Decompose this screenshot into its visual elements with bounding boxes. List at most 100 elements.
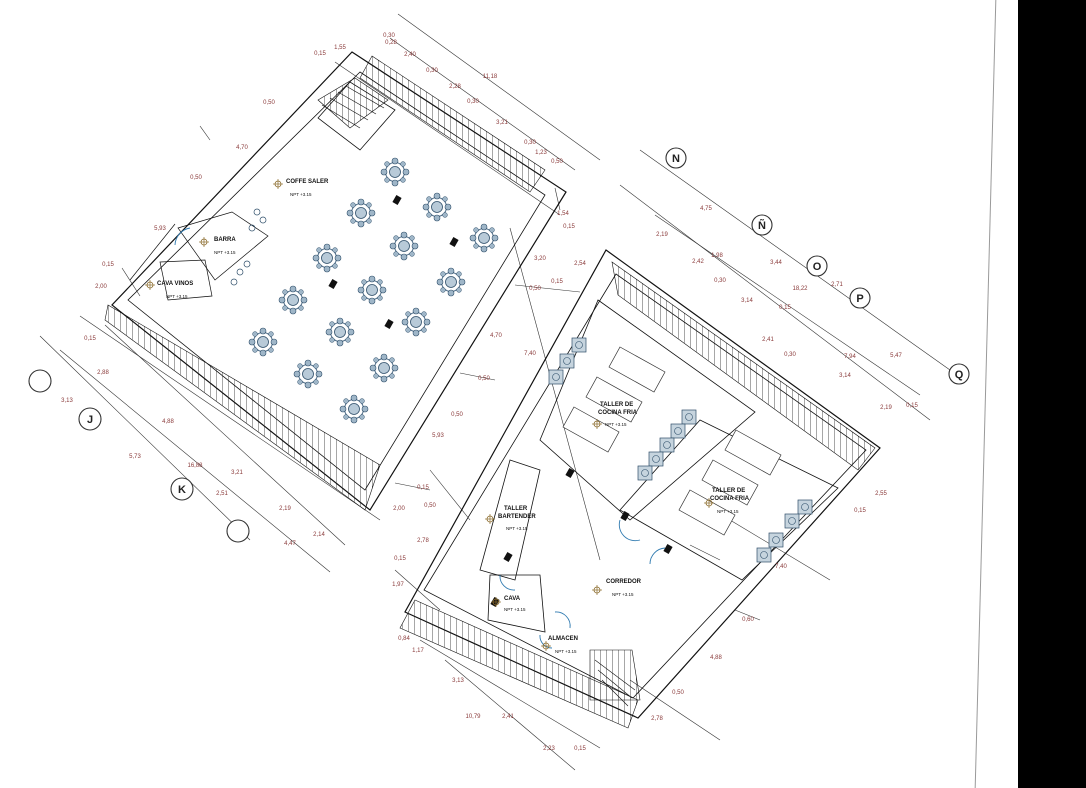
room-label-cava-vinos: CAVA VINOS	[157, 281, 193, 287]
dim: 2,19	[656, 232, 668, 238]
dim: 0,30	[426, 68, 438, 74]
dim: 0,50	[672, 690, 684, 696]
dim: 0,15	[574, 746, 586, 752]
dim: 7,40	[524, 351, 536, 357]
dim: 0,15	[779, 305, 791, 311]
axis-circle-n	[665, 147, 687, 169]
room-label-almacen: ALMACEN	[548, 636, 578, 642]
axis-circle-ñ	[751, 214, 773, 236]
dim: 2,19	[880, 405, 892, 411]
dim: 0,15	[417, 485, 429, 491]
dim: 0,50	[190, 175, 202, 181]
dim: 1,98	[711, 253, 723, 259]
dim: 0,84	[398, 636, 410, 642]
dim: 1,55	[334, 45, 346, 51]
axis-label-ñ: Ñ	[758, 219, 766, 232]
axis-label-j: J	[87, 414, 93, 426]
level-taller1: NPT +3.15	[605, 422, 627, 427]
dim: 18,22	[792, 286, 808, 292]
level-barra: NPT +3.15	[214, 250, 236, 255]
axis-circle-o	[806, 255, 828, 277]
level-corredor: NPT +3.15	[612, 592, 634, 597]
scrollbar-panel[interactable]	[1018, 0, 1086, 788]
dim: 5,47	[890, 353, 902, 359]
dim: 4,47	[284, 541, 296, 547]
dim: 7,94	[844, 354, 856, 360]
dim: 2,00	[393, 506, 405, 512]
dim: 0,30	[383, 33, 395, 39]
axis-label-p: P	[856, 293, 863, 305]
dim: 1,97	[392, 582, 404, 588]
dim: 0,30	[784, 352, 796, 358]
dim: 0,30	[524, 140, 536, 146]
dim: 0,50	[478, 376, 490, 382]
dim: 5,93	[432, 433, 444, 439]
dim: 1,54	[557, 211, 569, 217]
dim: 0,50	[551, 159, 563, 165]
dim: 2,78	[651, 716, 663, 722]
dim: 0,15	[102, 262, 114, 268]
axis-markers	[28, 147, 970, 543]
axis-circle-p	[849, 287, 871, 309]
level-cava-vinos: NPT +3.15	[166, 294, 188, 299]
dim: 4,70	[490, 333, 502, 339]
dim: 2,19	[279, 506, 291, 512]
room-label-taller1-a: TALLER DE	[600, 402, 633, 408]
dim: 11,18	[483, 74, 498, 80]
door-swings	[174, 227, 666, 649]
dim: 3,14	[839, 373, 851, 379]
kitchen-tables	[562, 346, 782, 536]
dim: 3,13	[61, 398, 73, 404]
dim: 2,28	[449, 84, 461, 90]
dim: 0,28	[385, 40, 397, 46]
stairs	[321, 85, 636, 707]
dim: 2,71	[831, 282, 843, 288]
dim: 5,93	[154, 226, 166, 232]
dim: 2,40	[404, 52, 416, 58]
dim: 0,15	[854, 508, 866, 514]
dim: 2,55	[875, 491, 887, 497]
dim: 1,17	[412, 648, 424, 654]
dim: 0,15	[563, 224, 575, 230]
dim: 2,42	[692, 259, 704, 265]
room-label-taller2-b: COCINA FRIA	[710, 496, 750, 502]
dimension-texts: 0,15 1,55 0,30 0,28 2,40 0,30 11,18 2,28…	[61, 33, 918, 752]
dim: 0,15	[394, 556, 406, 562]
axis-label-o: O	[813, 261, 822, 273]
dim: 10,79	[465, 714, 481, 720]
dim: 1,23	[535, 150, 547, 156]
dim: 4,75	[700, 206, 712, 212]
level-taller2: NPT +3.15	[717, 509, 739, 514]
dim: 16,88	[187, 463, 203, 469]
dim: 0,15	[84, 336, 96, 342]
dim: 3,20	[534, 256, 546, 262]
level-bartender: NPT +3.15	[506, 526, 528, 531]
room-labels: COFFE SALER NPT +3.15 BARRA NPT +3.15 CA…	[144, 178, 750, 654]
dim: 2,54	[574, 261, 586, 267]
dining-tables	[248, 157, 499, 424]
dim: 2,41	[762, 337, 774, 343]
room-label-taller1-b: COCINA FRIA	[598, 410, 638, 416]
level-almacen: NPT +3.15	[555, 649, 577, 654]
dim: 0,50	[529, 286, 541, 292]
dim: 0,50	[263, 100, 275, 106]
dim: 0,60	[742, 617, 754, 623]
dim: 3,21	[231, 470, 243, 476]
dim: 3,21	[496, 120, 508, 126]
dim: 4,70	[236, 145, 248, 151]
left-hatch-bands	[104, 55, 546, 511]
axis-circle-j	[78, 407, 102, 431]
dim: 2,14	[313, 532, 325, 538]
dim: 3,13	[452, 678, 464, 684]
dim: 2,88	[97, 370, 109, 376]
dim: 0,50	[424, 503, 436, 509]
dim: 4,88	[710, 655, 722, 661]
axis-label-k: K	[178, 484, 186, 496]
axis-label-q: Q	[955, 369, 964, 381]
dim: 2,51	[216, 491, 228, 497]
dim: 0,15	[906, 403, 918, 409]
dim: 3,14	[741, 298, 753, 304]
dim: 0,15	[551, 279, 563, 285]
axis-circle-k	[170, 477, 194, 501]
